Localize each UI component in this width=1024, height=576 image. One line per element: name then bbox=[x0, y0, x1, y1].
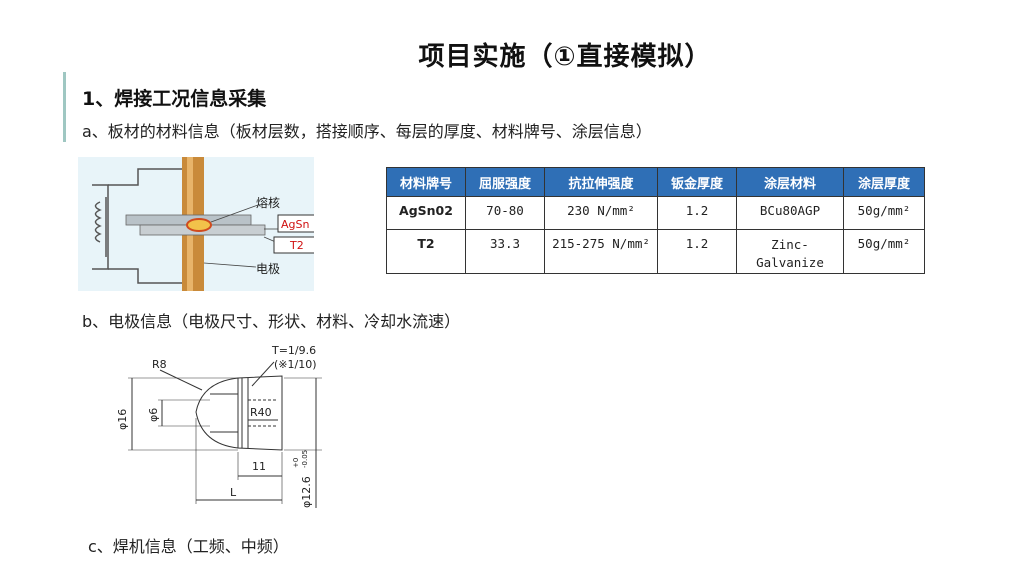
table-cell: 230 N/mm² bbox=[544, 196, 658, 230]
d6-label: φ6 bbox=[147, 408, 160, 422]
r8-label: R8 bbox=[152, 358, 167, 371]
table-cell: T2 bbox=[386, 229, 466, 274]
d126-label: φ12.6 bbox=[300, 476, 313, 508]
material-table: 材料牌号 屈服强度 抗拉伸强度 钣金厚度 涂层材料 涂层厚度 AgSn02 70… bbox=[386, 167, 925, 274]
item-c-text: c、焊机信息（工频、中频） bbox=[88, 537, 289, 556]
section-heading: 1、焊接工况信息采集 bbox=[82, 88, 267, 110]
transformer-coil-icon bbox=[92, 168, 188, 284]
table-cell: 70-80 bbox=[465, 196, 545, 230]
table-cell: 1.2 bbox=[657, 229, 737, 274]
tol-lower-label: -0.05 bbox=[301, 450, 309, 468]
col-header-tensile: 抗拉伸强度 bbox=[544, 167, 658, 197]
table-cell: Zinc-Galvanize bbox=[736, 229, 844, 274]
weld-nugget bbox=[186, 218, 212, 232]
nugget-label: 熔核 bbox=[256, 195, 280, 210]
electrode-label: 电极 bbox=[256, 262, 280, 276]
len11-label: 11 bbox=[252, 460, 266, 473]
table-cell: BCu80AGP bbox=[736, 196, 844, 230]
col-header-coating-thickness: 涂层厚度 bbox=[843, 167, 925, 197]
table-cell: 50g/mm² bbox=[843, 196, 925, 230]
table-cell: 1.2 bbox=[657, 196, 737, 230]
taper-label: T=1/9.6 bbox=[271, 344, 316, 357]
table-cell: 50g/mm² bbox=[843, 229, 925, 274]
table-cell: AgSn02 bbox=[386, 196, 466, 230]
col-header-thickness: 钣金厚度 bbox=[657, 167, 737, 197]
lenL-label: L bbox=[230, 486, 237, 499]
col-header-grade: 材料牌号 bbox=[386, 167, 466, 197]
table-row: T2 33.3 215-275 N/mm² 1.2 Zinc-Galvanize… bbox=[386, 229, 925, 274]
r40-label: R40 bbox=[250, 406, 272, 419]
d16-label: φ16 bbox=[116, 409, 129, 430]
table-row: AgSn02 70-80 230 N/mm² 1.2 BCu80AGP 50g/… bbox=[386, 196, 925, 230]
item-a-text: a、板材的材料信息（板材层数，搭接顺序、每层的厚度、材料牌号、涂层信息） bbox=[82, 122, 652, 141]
accent-bar bbox=[63, 72, 66, 142]
table-cell: 215-275 N/mm² bbox=[544, 229, 658, 274]
col-header-yield: 屈服强度 bbox=[465, 167, 545, 197]
bottom-sheet-material-label: T2 bbox=[289, 239, 304, 252]
spot-weld-illustration: 熔核 电极 AgSn T2 bbox=[78, 157, 314, 291]
tol-upper-label: +0 bbox=[292, 458, 300, 468]
page-title: 项目实施（①直接模拟） bbox=[418, 42, 712, 72]
col-header-coating: 涂层材料 bbox=[736, 167, 844, 197]
electrode-drawing: T=1/9.6 (※1/10) R8 R40 φ16 φ6 11 L φ12.6… bbox=[102, 338, 342, 518]
top-sheet-material-label: AgSn bbox=[281, 218, 309, 231]
item-b-text: b、电极信息（电极尺寸、形状、材料、冷却水流速） bbox=[82, 312, 461, 331]
table-cell: 33.3 bbox=[465, 229, 545, 274]
taper-note-label: (※1/10) bbox=[274, 358, 317, 371]
